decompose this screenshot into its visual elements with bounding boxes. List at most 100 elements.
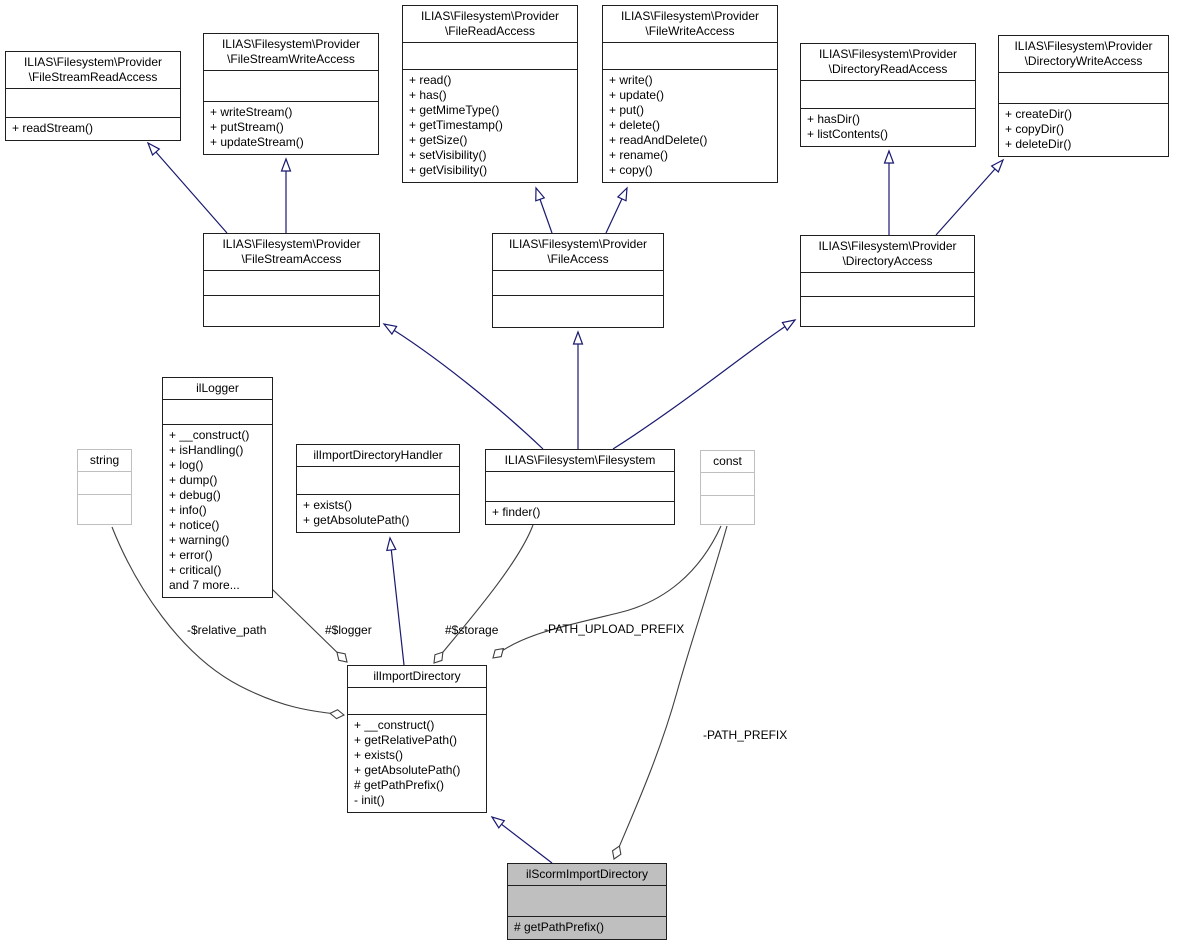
class-title: ilImportDirectoryHandler <box>313 448 443 462</box>
method-entry: + updateStream() <box>210 135 304 149</box>
class-title: ilImportDirectory <box>373 669 461 683</box>
class-methods: + exists()+ getAbsolutePath() <box>297 494 459 532</box>
method-entry: + delete() <box>609 118 661 132</box>
edge-aggregate-string-ilimportdirectory <box>111 526 346 720</box>
class-ilias-filesystem-filesystem[interactable]: ILIAS\Filesystem\Filesystem + finder() <box>485 449 675 525</box>
class-attributes-empty <box>403 42 577 69</box>
class-title: ILIAS\Filesystem\Provider \FileAccess <box>508 237 648 266</box>
class-methods <box>78 494 131 524</box>
class-attributes-empty <box>78 471 131 494</box>
method-entry: + notice() <box>169 518 220 532</box>
class-ilias-filesystem-provider-filestreamwriteaccess[interactable]: ILIAS\Filesystem\Provider \FileStreamWri… <box>203 33 379 155</box>
method-entry: + writeStream() <box>210 105 293 119</box>
edge-label-path-prefix: -PATH_PREFIX <box>703 728 788 742</box>
class-ilscormimportdirectory[interactable]: ilScormImportDirectory # getPathPrefix() <box>507 863 667 940</box>
method-entry: + getAbsolutePath() <box>354 763 461 777</box>
method-entry: + getSize() <box>409 133 468 147</box>
class-ilias-filesystem-provider-directorywriteaccess[interactable]: ILIAS\Filesystem\Provider \DirectoryWrit… <box>998 35 1169 157</box>
method-entry: + debug() <box>169 488 221 502</box>
edge-inherit-filestreamaccess-filestreamreadaccess <box>146 141 228 234</box>
method-entry: + getRelativePath() <box>354 733 458 747</box>
method-entry: + getTimestamp() <box>409 118 503 132</box>
class-ilias-filesystem-provider-filereadaccess[interactable]: ILIAS\Filesystem\Provider \FileReadAcces… <box>402 5 578 183</box>
class-attributes-empty <box>163 399 272 424</box>
method-entry: + __construct() <box>169 428 250 442</box>
method-entry: + getMimeType() <box>409 103 500 117</box>
method-entry: and 7 more... <box>169 578 240 592</box>
class-title: ILIAS\Filesystem\Filesystem <box>504 453 656 467</box>
class-ilimportdirectory[interactable]: ilImportDirectory + __construct()+ getRe… <box>347 665 487 813</box>
method-entry: + rename() <box>609 148 669 162</box>
edge-inherit-fileaccess-filereadaccess <box>535 186 553 234</box>
class-title: ILIAS\Filesystem\Provider \FileStreamAcc… <box>222 237 361 266</box>
class-title: ilLogger <box>196 381 239 395</box>
edge-aggregate-filesystem-ilimportdirectory <box>433 524 534 664</box>
class-methods: + read()+ has()+ getMimeType()+ getTimes… <box>403 69 577 182</box>
method-entry: + exists() <box>303 498 353 512</box>
class-title: const <box>713 454 742 468</box>
class-methods: # getPathPrefix() <box>508 916 666 939</box>
class-ilias-filesystem-provider-directoryreadaccess[interactable]: ILIAS\Filesystem\Provider \DirectoryRead… <box>800 43 976 147</box>
class-methods <box>204 294 379 327</box>
edge-label-relative-path: -$relative_path <box>187 623 267 637</box>
class-illogger[interactable]: ilLogger + __construct()+ isHandling()+ … <box>162 377 273 598</box>
method-entry: + isHandling() <box>169 443 244 457</box>
class-ilias-filesystem-provider-fileaccess[interactable]: ILIAS\Filesystem\Provider \FileAccess <box>492 233 664 328</box>
method-entry: # getPathPrefix() <box>354 778 445 792</box>
class-title: ILIAS\Filesystem\Provider \FileStreamWri… <box>221 37 361 66</box>
class-methods: + finder() <box>486 501 674 524</box>
edge-inherit-fileaccess-filewriteaccess <box>605 186 628 234</box>
class-attributes-empty <box>297 466 459 494</box>
class-methods <box>701 494 754 525</box>
method-entry: + deleteDir() <box>1005 137 1072 151</box>
edge-inherit-directoryaccess-directorywriteaccess <box>935 158 1005 236</box>
class-const[interactable]: const <box>700 450 755 525</box>
class-title: string <box>89 453 120 467</box>
method-entry: + copy() <box>609 163 653 177</box>
method-entry: + error() <box>169 548 213 562</box>
method-entry: + setVisibility() <box>409 148 487 162</box>
method-entry: + log() <box>169 458 204 472</box>
class-title: ILIAS\Filesystem\Provider \FileReadAcces… <box>420 9 560 38</box>
method-entry: + read() <box>409 73 452 87</box>
class-methods <box>801 295 974 327</box>
class-ilias-filesystem-provider-directoryaccess[interactable]: ILIAS\Filesystem\Provider \DirectoryAcce… <box>800 235 975 327</box>
class-ilimportdirectoryhandler[interactable]: ilImportDirectoryHandler + exists()+ get… <box>296 444 460 533</box>
method-entry: + hasDir() <box>807 112 861 126</box>
method-entry: + update() <box>609 88 665 102</box>
class-attributes-empty <box>801 272 974 296</box>
class-ilias-filesystem-provider-filewriteaccess[interactable]: ILIAS\Filesystem\Provider \FileWriteAcce… <box>602 5 778 183</box>
method-entry: + putStream() <box>210 120 284 134</box>
class-ilias-filesystem-provider-filestreamreadaccess[interactable]: ILIAS\Filesystem\Provider \FileStreamRea… <box>5 51 181 141</box>
method-entry: + warning() <box>169 533 230 547</box>
class-title: ILIAS\Filesystem\Provider \FileWriteAcce… <box>620 9 760 38</box>
edge-inherit-ilimportdirectory-ilimportdirectoryhandler <box>386 536 405 666</box>
method-entry: + info() <box>169 503 207 517</box>
method-entry: + critical() <box>169 563 222 577</box>
method-entry: + __construct() <box>354 718 435 732</box>
edge-label-storage: #$storage <box>445 623 499 637</box>
class-string[interactable]: string <box>77 449 132 525</box>
method-entry: + copyDir() <box>1005 122 1065 136</box>
class-title: ILIAS\Filesystem\Provider \DirectoryAcce… <box>818 239 957 268</box>
method-entry: # getPathPrefix() <box>514 920 605 934</box>
class-attributes-empty <box>348 687 486 714</box>
class-ilias-filesystem-provider-filestreamaccess[interactable]: ILIAS\Filesystem\Provider \FileStreamAcc… <box>203 233 380 327</box>
method-entry: + exists() <box>354 748 404 762</box>
class-title: ilScormImportDirectory <box>525 867 648 881</box>
method-entry: + createDir() <box>1005 107 1073 121</box>
class-title: ILIAS\Filesystem\Provider \FileStreamRea… <box>23 55 163 84</box>
class-attributes-empty <box>603 42 777 69</box>
edge-aggregate-const-ilscormimportdirectory <box>611 525 728 860</box>
edge-label-logger: #$logger <box>325 623 372 637</box>
class-attributes-empty <box>486 471 674 501</box>
edge-inherit-ilscormimportdirectory-ilimportdirectory <box>490 815 553 864</box>
method-entry: + listContents() <box>807 127 889 141</box>
edge-aggregate-const-ilimportdirectory <box>492 525 722 659</box>
edge-label-upload-prefix: -PATH_UPLOAD_PREFIX <box>544 622 685 636</box>
class-methods <box>493 295 663 327</box>
edge-aggregate-illogger-ilimportdirectory <box>271 588 348 663</box>
class-title: ILIAS\Filesystem\Provider \DirectoryWrit… <box>1014 39 1153 68</box>
